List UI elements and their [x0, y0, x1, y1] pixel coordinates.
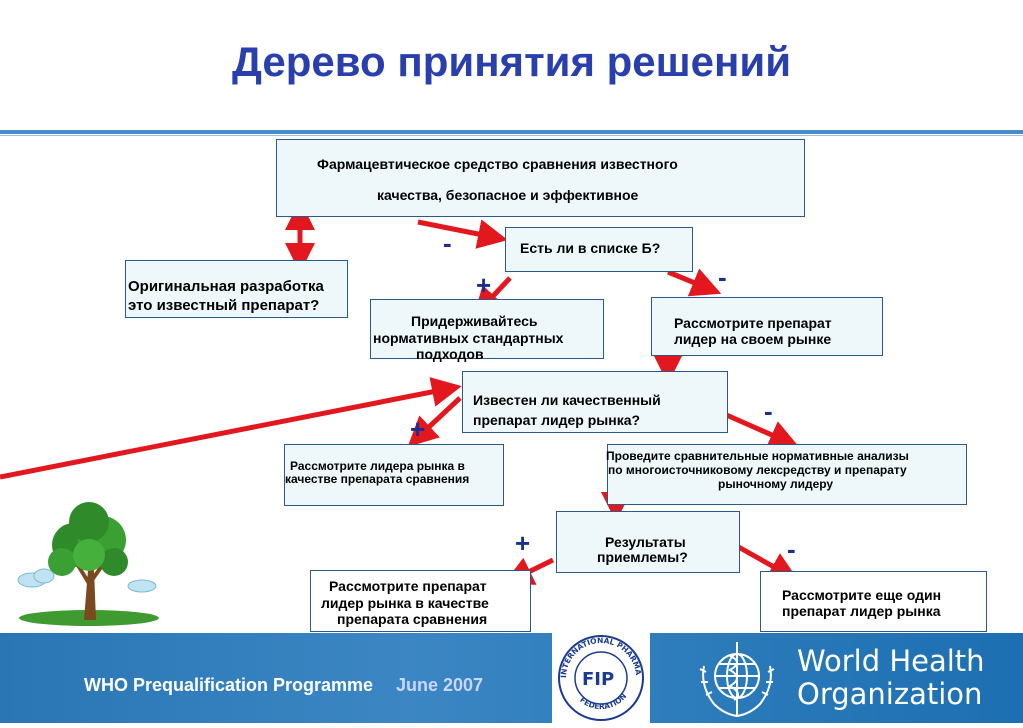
- node-results: Результаты приемлемы?: [556, 511, 740, 573]
- sign-minus-listb: -: [443, 228, 452, 258]
- arrow-known-consider: [407, 396, 462, 447]
- node-root: Фармацевтическое средство сравнения изве…: [276, 139, 805, 217]
- title-divider-thin: [0, 135, 1023, 136]
- node-known-quality: Известен ли качественный препарат лидер …: [462, 371, 728, 433]
- tree-icon: [17, 502, 159, 626]
- arrow-known-comparative: [720, 410, 800, 449]
- fip-mark-text: FIP: [582, 669, 614, 690]
- node-original: Оригинальная разработка это известный пр…: [125, 260, 348, 318]
- page-title: Дерево принятия решений: [231, 38, 792, 85]
- node-standard: Придерживайтесь нормативных стандартных …: [370, 299, 604, 362]
- fip-logo: INTERNATIONAL PHARMACEUTICAL FEDERATION …: [549, 626, 650, 723]
- who-emblem-icon: [699, 642, 775, 718]
- arrow-listb-leader: [667, 268, 722, 297]
- node-leader-own: Рассмотрите препарат лидер на своем рынк…: [651, 297, 883, 356]
- sign-minus-leader: -: [718, 262, 727, 292]
- node-consider-market: Рассмотрите препарат лидер рынка в качес…: [310, 570, 531, 632]
- node-comparative: Проведите сравнительные нормативные анал…: [606, 444, 967, 505]
- who-name-line2: Organization: [797, 677, 983, 711]
- sign-plus-market: +: [515, 528, 531, 558]
- footer-date: June 2007: [396, 675, 484, 695]
- sign-plus-standard: +: [476, 270, 492, 300]
- sign-minus-comparative: -: [764, 396, 773, 426]
- sign-plus-consider: +: [410, 414, 426, 444]
- who-name-line1: World Health: [797, 644, 985, 678]
- sign-minus-another: -: [787, 534, 796, 564]
- fip-seal-icon: INTERNATIONAL PHARMACEUTICAL FEDERATION …: [549, 626, 644, 721]
- title-divider: [0, 130, 1023, 134]
- footer-programme: WHO Prequalification Programme: [84, 675, 374, 695]
- arrow-long-known: [0, 377, 462, 480]
- arrow-root-listb: [417, 219, 508, 249]
- arrow-results-another: [733, 542, 799, 581]
- footer-background: [0, 633, 1023, 723]
- cloud-icon: [17, 568, 157, 593]
- node-list-b: Есть ли в списке Б?: [505, 227, 693, 272]
- footer-bar: WHO Prequalification Programme June 2007…: [0, 626, 1023, 723]
- node-another: Рассмотрите еще один препарат лидер рынк…: [760, 571, 987, 632]
- node-consider-leader: Рассмотрите лидера рынка в качестве преп…: [284, 444, 504, 506]
